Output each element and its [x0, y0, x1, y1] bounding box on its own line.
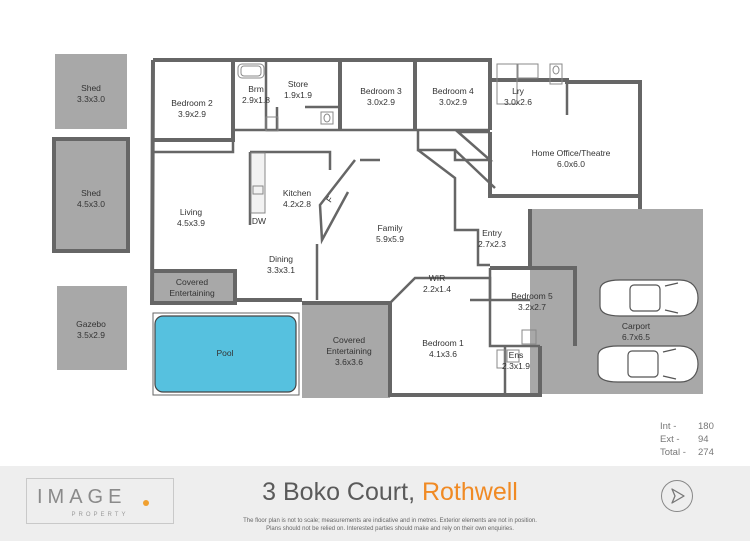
dining-label: Dining	[269, 254, 293, 264]
carport-label: Carport	[622, 321, 651, 331]
shed-1-size: 3.3x3.0	[77, 94, 105, 104]
bedroom-4-size: 3.0x2.9	[439, 97, 467, 107]
entry-size: 2.7x2.3	[478, 239, 506, 249]
shed-1-label: Shed	[81, 83, 101, 93]
shed-2-label: Shed	[81, 188, 101, 198]
family-size: 5.9x5.9	[376, 234, 404, 244]
bedroom-5-label: Bedroom 5	[511, 291, 553, 301]
dining-size: 3.3x3.1	[267, 265, 295, 275]
area-summary: Int - 180 Ext - 94 Total - 274	[660, 420, 742, 459]
kitchen-label: Kitchen	[283, 188, 312, 198]
wir-size: 2.2x1.4	[423, 284, 451, 294]
room-labels: Shed 3.3x3.0 Shed 4.5x3.0 Gazebo 3.5x2.9…	[76, 79, 651, 371]
disclaimer-line-1: The floor plan is not to scale; measurem…	[243, 518, 537, 524]
pool-label: Pool	[216, 348, 233, 358]
covered-entertaining-1-label: Covered	[176, 277, 208, 287]
area-value: 180	[698, 421, 714, 432]
fridge-label: F	[324, 194, 335, 204]
brand-dot-icon	[143, 500, 149, 506]
bedroom-1-label: Bedroom 1	[422, 338, 464, 348]
brand-logo[interactable]: IMAGE PROPERTY	[26, 478, 174, 524]
kitchen-bench	[250, 152, 266, 214]
home-office-label: Home Office/Theatre	[532, 148, 611, 158]
living-size: 4.5x3.9	[177, 218, 205, 228]
bathroom-fixtures	[237, 63, 563, 369]
car-icon	[599, 279, 699, 317]
gazebo-shape	[57, 286, 127, 370]
area-row-ext: Ext - 94	[660, 433, 742, 446]
gazebo-label: Gazebo	[76, 319, 106, 329]
covered-entertaining-1-label-2: Entertaining	[169, 288, 215, 298]
brand-tagline: PROPERTY	[71, 512, 129, 518]
area-row-int: Int - 180	[660, 420, 742, 433]
address-street: 3 Boko Court,	[262, 478, 422, 506]
covered-entertaining-1-shape	[153, 271, 235, 303]
covered-entertaining-2-size: 3.6x3.6	[335, 357, 363, 367]
shed-2-size: 4.5x3.0	[77, 199, 105, 209]
area-value: 94	[698, 434, 709, 445]
bedroom-4-label: Bedroom 4	[432, 86, 474, 96]
home-office-size: 6.0x6.0	[557, 159, 585, 169]
pool-shape	[154, 315, 297, 393]
area-value: 274	[698, 447, 714, 458]
living-label: Living	[180, 207, 202, 217]
kitchen-size: 4.2x2.8	[283, 199, 311, 209]
brm-label: Brm	[248, 84, 264, 94]
entry-label: Entry	[482, 228, 503, 238]
store-size: 1.9x1.9	[284, 90, 312, 100]
brm-size: 2.9x1.8	[242, 95, 270, 105]
navigate-button[interactable]	[661, 480, 693, 512]
lry-label: Lry	[512, 86, 525, 96]
shed-2-shape	[52, 137, 130, 253]
disclaimer: The floor plan is not to scale; measurem…	[180, 517, 600, 533]
ens-label: Ens	[509, 350, 524, 360]
navigation-arrow-icon	[671, 488, 685, 504]
covered-entertaining-2-label: Covered	[333, 335, 365, 345]
disclaimer-line-2: Plans should not be relied on. Intereste…	[266, 526, 514, 532]
lry-size: 3.0x2.6	[504, 97, 532, 107]
area-key: Ext -	[660, 434, 680, 445]
area-row-total: Total - 274	[660, 446, 742, 459]
bedroom-5-size: 3.2x2.7	[518, 302, 546, 312]
floor-plan: DW F Shed 3.3x3.0 Shed 4.5x3.0 Gazebo 3.…	[52, 54, 703, 398]
covered-entertaining-2-label-2: Entertaining	[326, 346, 372, 356]
area-key: Int -	[660, 421, 677, 432]
bedroom-3-size: 3.0x2.9	[367, 97, 395, 107]
shed-1-shape	[55, 54, 127, 129]
store-label: Store	[288, 79, 309, 89]
address-suburb: Rothwell	[421, 478, 518, 506]
bedroom-2-size: 3.9x2.9	[178, 109, 206, 119]
carport-size: 6.7x6.5	[622, 332, 650, 342]
family-label: Family	[377, 223, 403, 233]
dishwasher-label: DW	[252, 216, 266, 226]
property-address: 3 Boko Court, Rothwell	[180, 478, 600, 507]
interior-walls	[153, 60, 569, 395]
wir-label: WIR	[429, 273, 446, 283]
brand-name: IMAGE	[37, 486, 127, 508]
bedroom-1-size: 4.1x3.6	[429, 349, 457, 359]
car-icon	[597, 345, 699, 383]
bedroom-2-label: Bedroom 2	[171, 98, 213, 108]
bedroom-3-label: Bedroom 3	[360, 86, 402, 96]
ens-size: 2.3x1.9	[502, 361, 530, 371]
gazebo-size: 3.5x2.9	[77, 330, 105, 340]
area-key: Total -	[660, 447, 686, 458]
covered-entertaining-2-shape	[302, 303, 390, 398]
